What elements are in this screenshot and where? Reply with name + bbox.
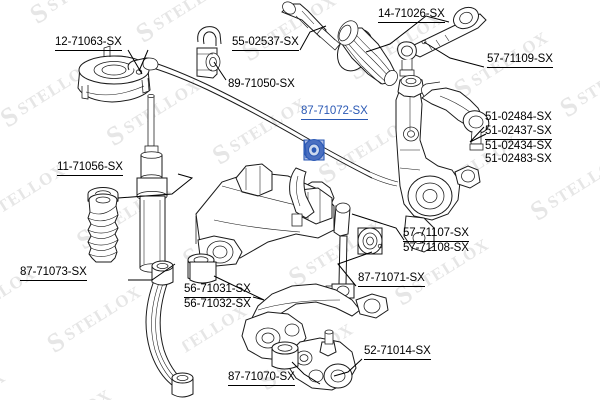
part-label-lower-ball-joint: 52-71014-SX	[364, 345, 431, 360]
part-number-text: 55-02537-SX	[232, 36, 299, 48]
label-underline	[487, 67, 553, 68]
part-label-link-rod: 87-71070-SX	[228, 371, 295, 386]
part-number-text: 11-71056-SX	[57, 161, 123, 173]
part-label-tie-rod-assembly: 57-71109-SX	[487, 53, 553, 68]
part-number-text: 56-71031-SX	[184, 283, 251, 295]
part-number-text: 57-71107-SX	[403, 227, 469, 239]
label-underline	[228, 385, 295, 386]
label-underline	[232, 50, 299, 51]
label-underline	[55, 50, 122, 51]
part-label-ball-joint-upper: 87-71071-SX	[358, 272, 425, 287]
part-number-text: 56-71032-SX	[184, 298, 251, 310]
part-number-text: 57-71108-SX	[403, 242, 469, 254]
part-label-group-arm-bush-group: 56-71031-SX 56-71032-SX	[184, 283, 251, 312]
part-number-text: 87-71073-SX	[20, 266, 87, 278]
label-underline	[378, 22, 445, 23]
label-underline	[57, 175, 123, 176]
part-label-control-arm-bush[interactable]: 87-71072-SX	[301, 105, 368, 120]
part-label-steering-boot: 14-71026-SX	[378, 8, 445, 23]
part-label-arm-bushing-rear: 87-71073-SX	[20, 266, 87, 281]
part-label-stabilizer-bar: 55-02537-SX	[232, 36, 299, 51]
part-label-group-tie-rod-end-group: 57-71107-SX 57-71108-SX	[403, 227, 469, 256]
part-number-text: 52-71014-SX	[364, 345, 431, 357]
part-label-strut-mount: 12-71063-SX	[55, 36, 122, 51]
part-number-text: 87-71071-SX	[358, 272, 425, 284]
part-number-text: 87-71070-SX	[228, 371, 295, 383]
part-number-text: 51-02437-SX	[485, 124, 552, 137]
part-number-text: 57-71109-SX	[487, 53, 553, 65]
part-label-stabilizer-bushing: 89-71050-SX	[228, 78, 295, 92]
part-number-text: 89-71050-SX	[228, 78, 295, 90]
part-number-text: 51-02483-SX	[485, 153, 552, 165]
label-underline	[301, 119, 368, 120]
part-label-bump-stop: 11-71056-SX	[57, 161, 123, 176]
part-number-text: 12-71063-SX	[55, 36, 122, 48]
part-number-text: 51-02434-SX	[485, 139, 552, 152]
part-number-text: 51-02484-SX	[485, 111, 552, 123]
label-underline	[20, 280, 87, 281]
label-underline	[358, 286, 425, 287]
part-number-text: 87-71072-SX	[301, 105, 368, 117]
label-underline	[364, 359, 431, 360]
part-number-text: 14-71026-SX	[378, 8, 445, 20]
